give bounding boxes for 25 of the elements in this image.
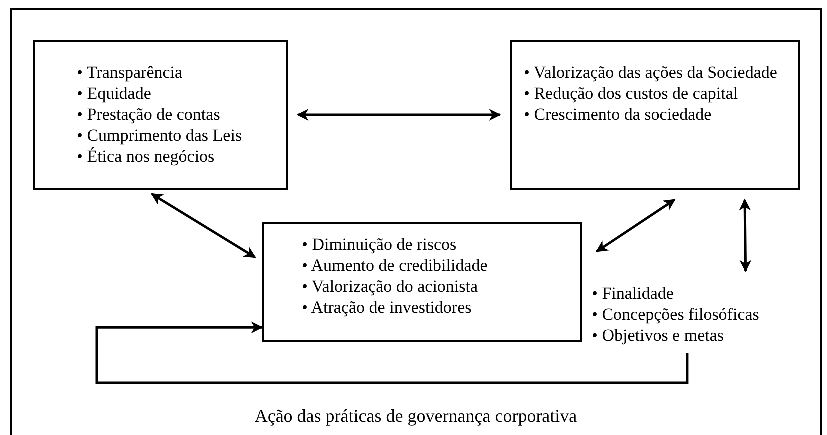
frame-border	[10, 8, 822, 435]
arrow	[96, 322, 689, 384]
bullet-item: • Crescimento da sociedade	[524, 104, 713, 125]
bullet-item: • Redução dos custos de capital	[524, 83, 740, 104]
bullet-item: • Aumento de credibilidade	[302, 255, 489, 276]
bullet-item: • Finalidade	[592, 283, 675, 304]
bullet-item: • Concepções filosóficas	[592, 304, 760, 325]
arrow	[151, 193, 256, 258]
bullet-item: • Ética nos negócios	[77, 146, 216, 167]
bullet-item: • Transparência	[77, 62, 184, 83]
bullet-item: • Equidade	[77, 83, 152, 104]
text-box	[33, 40, 288, 190]
text-box	[262, 222, 582, 342]
arrow	[739, 198, 752, 272]
arrow	[296, 109, 502, 121]
bullet-item: • Cumprimento das Leis	[77, 125, 244, 146]
bullet-item: • Atração de investidores	[302, 297, 473, 318]
bullet-item: • Objetivos e metas	[592, 325, 726, 346]
caption-text: Ação das práticas de governança corporativa	[254, 406, 578, 427]
bullet-item: • Valorização das ações da Sociedade	[524, 62, 778, 83]
text-box	[510, 40, 800, 190]
bullet-item: • Prestação de contas	[77, 104, 222, 125]
bullet-item: • Valorização do acionista	[302, 276, 480, 297]
bullet-item: • Diminuição de riscos	[302, 234, 458, 255]
arrow	[596, 198, 676, 253]
